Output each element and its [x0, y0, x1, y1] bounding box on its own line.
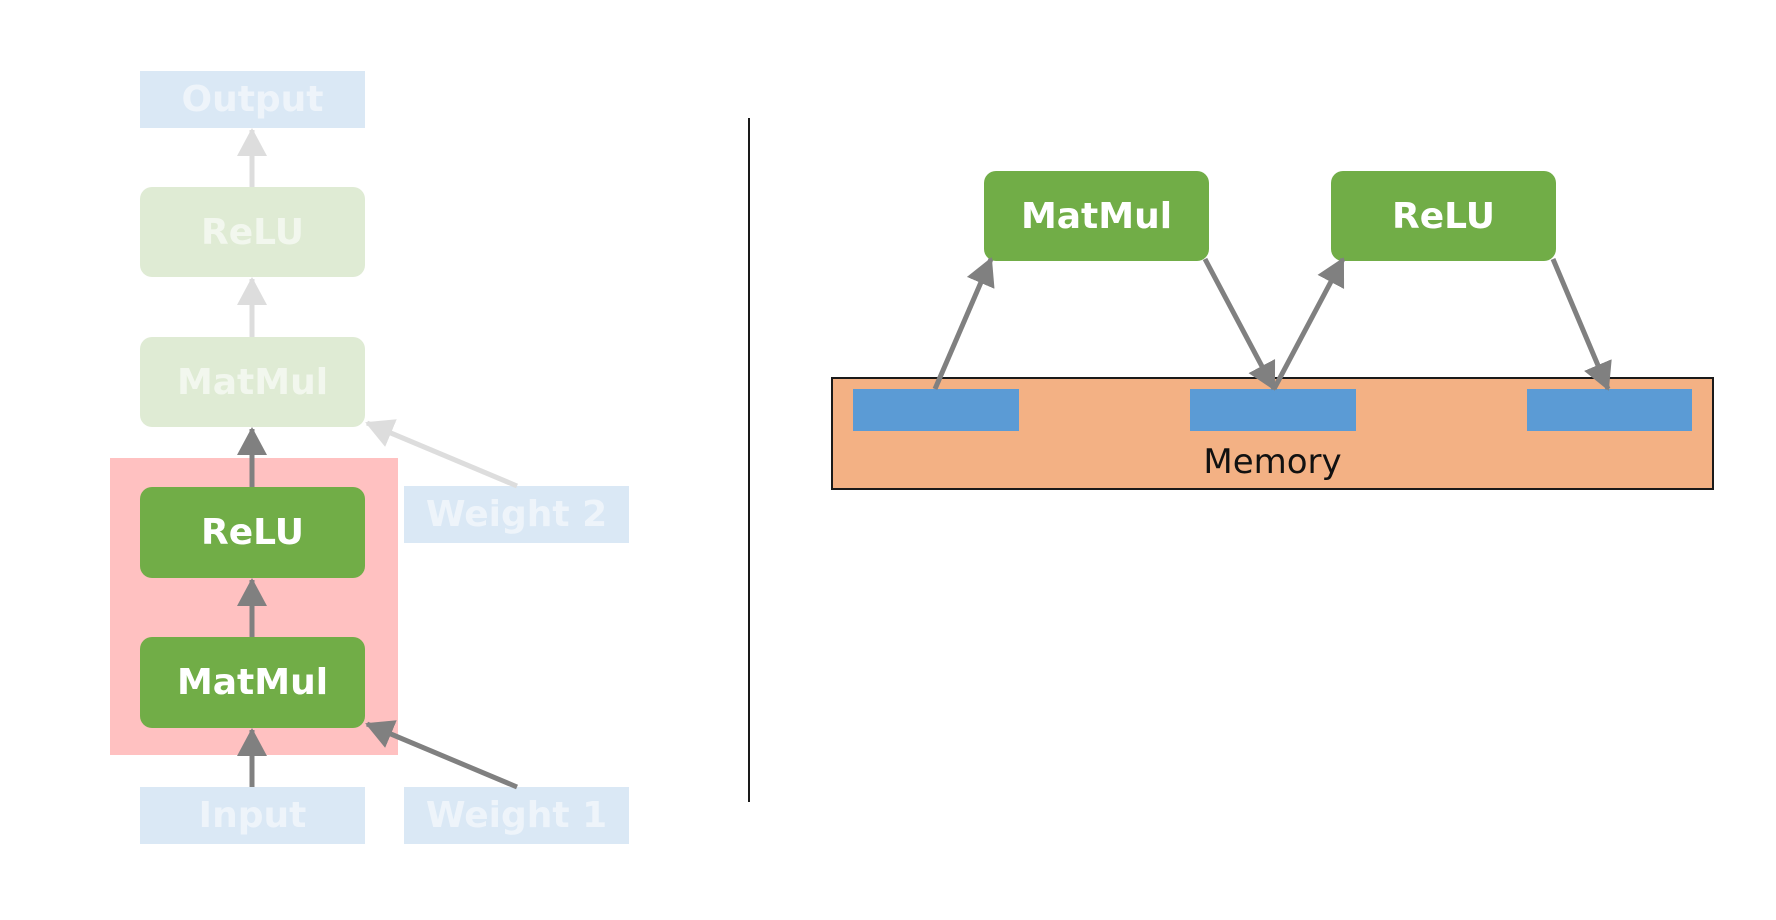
- relu-faded-node: ReLU: [140, 187, 365, 277]
- arrow-weight1-to-matmul: [365, 720, 518, 790]
- matmul-faded-node: MatMul: [140, 337, 365, 427]
- weight-1-label: Weight 1: [425, 795, 608, 836]
- weight-2-label: Weight 2: [425, 494, 608, 535]
- input-node: Input: [140, 787, 365, 844]
- matmul-faded-label: MatMul: [176, 361, 329, 403]
- arrow-relu-to-memory: [1550, 258, 1612, 391]
- relu-op-label: ReLU: [1391, 195, 1496, 237]
- relu-label: ReLU: [200, 512, 305, 553]
- memory-label: Memory: [1203, 442, 1342, 482]
- input-label: Input: [198, 795, 307, 836]
- matmul-node: MatMul: [140, 637, 365, 728]
- arrow-memory-to-matmul: [932, 257, 995, 390]
- matmul-op-node: MatMul: [984, 171, 1209, 261]
- weight-1-node: Weight 1: [404, 787, 629, 844]
- relu-faded-label: ReLU: [200, 211, 305, 253]
- matmul-op-label: MatMul: [1020, 195, 1173, 237]
- arrow-matmul-to-memory: [1202, 257, 1277, 391]
- arrow-weight2-to-matmul: [365, 419, 518, 489]
- matmul-label: MatMul: [176, 662, 329, 703]
- arrow-memory-to-relu: [1271, 257, 1346, 391]
- memory-buffer-input: [853, 389, 1019, 431]
- relu-node: ReLU: [140, 487, 365, 578]
- divider-line: [748, 118, 750, 802]
- weight-2-node: Weight 2: [404, 486, 629, 543]
- memory-buffer-intermediate: [1190, 389, 1356, 431]
- output-node: Output: [140, 71, 365, 128]
- memory-buffer-output: [1527, 389, 1692, 431]
- relu-op-node: ReLU: [1331, 171, 1556, 261]
- output-label: Output: [181, 79, 324, 120]
